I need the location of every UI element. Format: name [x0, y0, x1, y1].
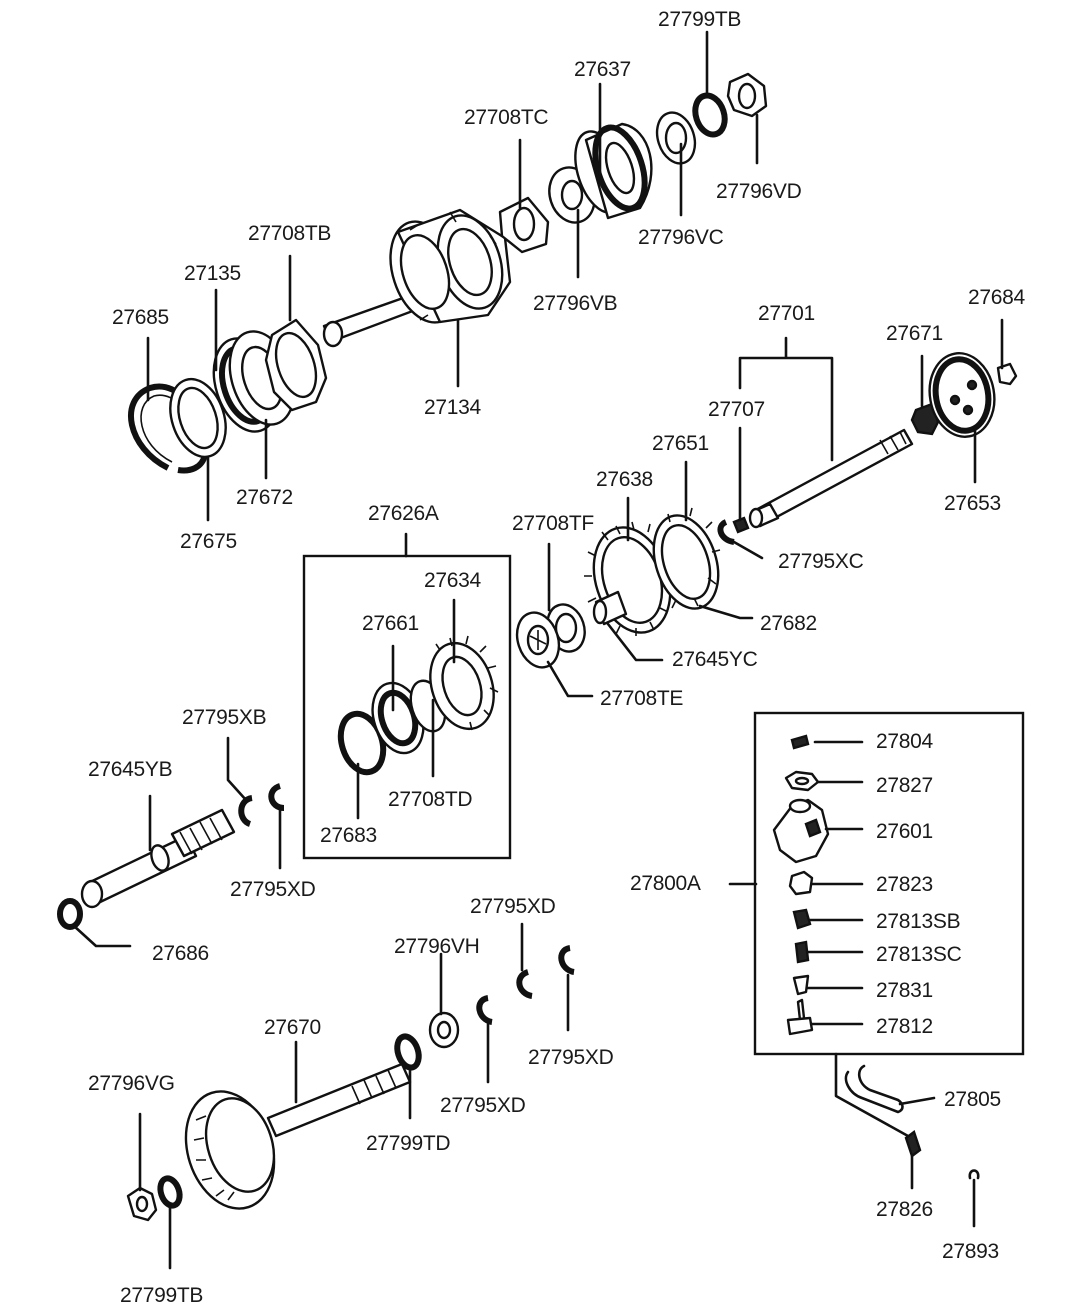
label-27686: 27686	[152, 942, 209, 965]
label-27708TB: 27708TB	[248, 222, 331, 245]
label-27799TD: 27799TD	[366, 1132, 450, 1155]
thrust-bearing-27708TC	[498, 196, 550, 254]
label-27670: 27670	[264, 1016, 321, 1039]
shaft-27134	[322, 208, 512, 348]
nut-27827	[784, 770, 820, 792]
label-27799TB-top: 27799TB	[658, 8, 741, 31]
label-27796VB: 27796VB	[533, 292, 617, 315]
label-27685: 27685	[112, 306, 169, 329]
bushing-27813SB	[792, 908, 812, 930]
label-27645YC: 27645YC	[672, 648, 758, 671]
label-27682: 27682	[760, 612, 817, 635]
label-27795XC: 27795XC	[778, 550, 864, 573]
label-27812: 27812	[876, 1015, 933, 1038]
label-27795XB: 27795XB	[182, 706, 266, 729]
label-27601: 27601	[876, 820, 933, 843]
output-shaft-27701	[748, 428, 914, 529]
label-27799TB-bottom: 27799TB	[120, 1284, 203, 1307]
label-27626A: 27626A	[368, 502, 439, 525]
snap-ring-27795XD-a	[268, 783, 285, 811]
label-27645YB: 27645YB	[88, 758, 172, 781]
pin-27804	[790, 734, 810, 750]
label-27813SC: 27813SC	[876, 943, 962, 966]
washer-27799TB-bottom	[157, 1175, 183, 1209]
label-27638: 27638	[596, 468, 653, 491]
label-27653: 27653	[944, 492, 1001, 515]
label-27813SB: 27813SB	[876, 910, 960, 933]
label-27701: 27701	[758, 302, 815, 325]
washer-27799TB-top	[692, 92, 728, 138]
thrust-washer-27708TB	[264, 318, 328, 412]
snap-ring-27795XD-b	[516, 969, 533, 999]
label-27637: 27637	[574, 58, 631, 81]
label-27708TF: 27708TF	[512, 512, 594, 535]
gear-27651	[652, 507, 721, 610]
label-27796VD: 27796VD	[716, 180, 802, 203]
label-27707: 27707	[708, 398, 765, 421]
label-27134: 27134	[424, 396, 482, 419]
ring-27675	[169, 377, 227, 459]
leader-lines	[72, 30, 1004, 1270]
label-27823: 27823	[876, 873, 933, 896]
gear-27634	[429, 635, 499, 731]
label-27795XD-d: 27795XD	[440, 1094, 526, 1117]
label-27675: 27675	[180, 530, 237, 553]
label-27672: 27672	[236, 486, 293, 509]
label-27805: 27805	[944, 1088, 1001, 1111]
washer-27796VD	[726, 72, 768, 118]
input-shaft-27645YB	[80, 808, 236, 909]
label-27135: 27135	[184, 262, 241, 285]
sleeve-27645YC	[592, 590, 628, 626]
label-27795XD-b: 27795XD	[470, 895, 556, 918]
snap-ring-27795XD-c	[476, 995, 493, 1025]
label-27795XD-a: 27795XD	[230, 878, 316, 901]
label-27795XD-c: 27795XD	[528, 1046, 614, 1069]
label-27634: 27634	[424, 569, 482, 592]
bolt-27831	[792, 974, 810, 996]
label-27708TE: 27708TE	[600, 687, 683, 710]
thrust-washer-27708TE	[515, 611, 561, 669]
label-27661: 27661	[362, 612, 419, 635]
label-27684: 27684	[968, 286, 1026, 309]
snap-ring-27795XB	[238, 795, 253, 827]
label-27804: 27804	[876, 730, 934, 753]
flange-27653	[928, 352, 996, 438]
snap-ring-27795XD-d	[558, 945, 575, 975]
bushing-27823	[788, 870, 814, 896]
clip-27893	[968, 1169, 980, 1180]
label-27796VH: 27796VH	[394, 935, 479, 958]
washer-27796VG	[126, 1186, 158, 1222]
label-27708TD: 27708TD	[388, 788, 472, 811]
spring-27813SC	[794, 940, 810, 964]
part-labels: 27799TB 27637 27708TC 27796VD 27796VC 27…	[88, 8, 1026, 1307]
label-27796VG: 27796VG	[88, 1072, 175, 1095]
label-27893: 27893	[942, 1240, 999, 1263]
washer-27799TD	[394, 1033, 422, 1071]
label-27826: 27826	[876, 1198, 933, 1221]
label-27708TC: 27708TC	[464, 106, 548, 129]
clip-27805	[844, 1064, 904, 1114]
bolt-27812	[786, 998, 814, 1036]
label-27671: 27671	[886, 322, 943, 345]
label-27651: 27651	[652, 432, 709, 455]
label-27796VC: 27796VC	[638, 226, 724, 249]
washer-27796VH	[428, 1011, 460, 1049]
ring-27686	[57, 898, 83, 930]
label-27683: 27683	[320, 824, 377, 847]
label-27831: 27831	[876, 979, 933, 1002]
label-27827: 27827	[876, 774, 933, 797]
shaft-27670	[184, 1062, 412, 1210]
pin-27826	[904, 1130, 922, 1158]
label-27800A: 27800A	[630, 872, 701, 895]
snap-ring-27795XC	[717, 519, 735, 545]
lever-27601	[772, 798, 830, 864]
